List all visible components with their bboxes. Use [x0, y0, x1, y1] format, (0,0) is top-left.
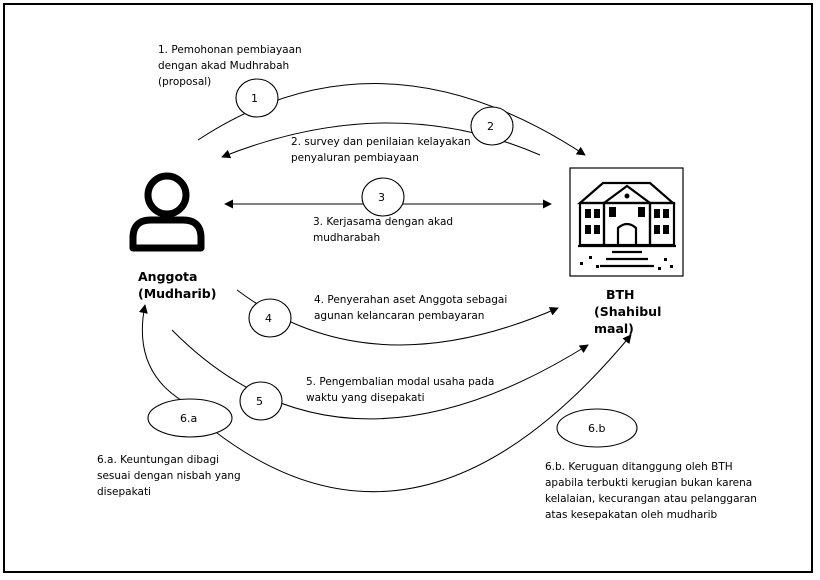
- step-1-number: 1: [251, 92, 258, 105]
- step-4-number: 4: [265, 312, 272, 325]
- step-5-number: 5: [256, 395, 263, 408]
- arrow-step-6a: [139, 304, 201, 411]
- member-label: Anggota(Mudharib): [138, 269, 217, 301]
- step-2-number: 2: [487, 120, 494, 133]
- diagram-border: [3, 3, 813, 573]
- step-3-ellipse: [361, 177, 405, 217]
- step-6b-ellipse: [556, 408, 638, 448]
- step-5-ellipse: [239, 381, 283, 421]
- person-icon: [129, 172, 205, 252]
- step-3-number: 3: [378, 191, 385, 204]
- step-4-ellipse: [248, 298, 292, 338]
- arrow-step-6b: [212, 334, 632, 493]
- step-1-ellipse: [235, 78, 279, 118]
- step-6a-ellipse: [147, 398, 233, 438]
- arrow-step-5: [171, 329, 589, 420]
- building-icon: [569, 167, 684, 277]
- step-2-ellipse: [470, 106, 514, 146]
- step-6a-number: 6.a: [180, 412, 198, 425]
- step-6b-number: 6.b: [588, 422, 606, 435]
